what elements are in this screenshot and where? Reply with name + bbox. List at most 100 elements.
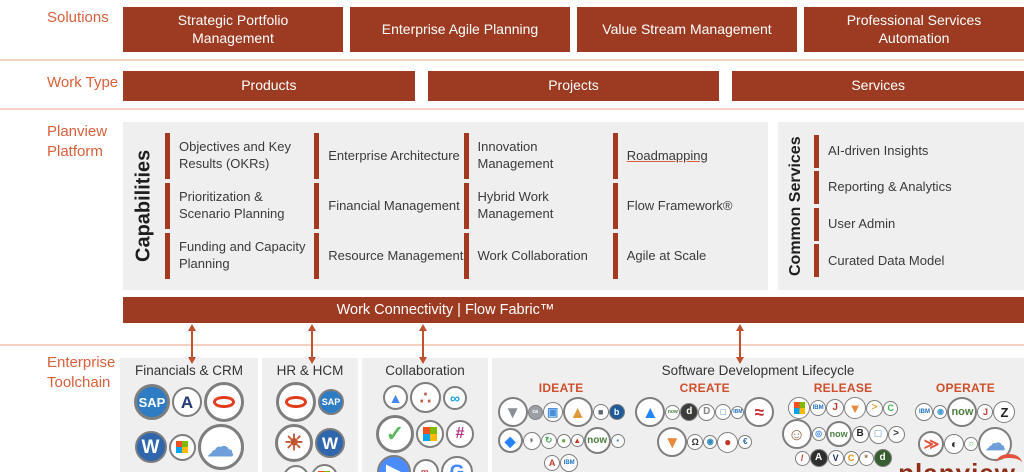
capability-roadmapping-link[interactable]: Roadmapping xyxy=(612,132,762,180)
solution-enterprise-agile-planning[interactable]: Enterprise Agile Planning xyxy=(350,7,570,52)
compass-logo: > xyxy=(887,425,905,443)
board-logo: ▪ xyxy=(610,433,625,448)
salesforce-cloud-logo: ☁ xyxy=(197,424,244,470)
pinwheel-logo: ☀ xyxy=(275,424,313,462)
chrome-logo: ◎ xyxy=(811,427,826,441)
red-tick xyxy=(612,133,618,179)
work-type-services[interactable]: Services xyxy=(732,71,1024,101)
blue-card-logo: □ xyxy=(715,404,732,420)
capabilities-grid: Objectives and Key Results (OKRs) Priori… xyxy=(165,122,768,290)
common-service-reporting-analytics: Reporting & Analytics xyxy=(814,171,1020,205)
collaboration-icon-cluster: ▲∴∞✓#▶m.G✓ xyxy=(362,378,488,472)
jenkins-logo: ☺ xyxy=(781,419,812,449)
euro-logo: € xyxy=(738,435,753,449)
red-tick xyxy=(463,133,469,179)
red-a-logo: A xyxy=(544,455,561,471)
yellow-arrow-logo: > xyxy=(866,399,884,417)
workday-logo: W xyxy=(315,428,345,458)
blue-b-logo: b xyxy=(608,404,625,420)
common-service-ai-driven-insights: AI-driven Insights xyxy=(814,134,1020,168)
double-arrow-icon xyxy=(188,324,196,364)
digital-d-logo: d xyxy=(873,449,892,467)
blue-rings-logo: ∞ xyxy=(443,385,467,410)
zendesk-logo: Z xyxy=(993,401,1016,423)
capability-prioritization-scenario-planning: Prioritization & Scenario Planning xyxy=(165,182,314,230)
ca-logo: ca xyxy=(527,404,543,420)
capability-flow-framework: Flow Framework® xyxy=(612,182,762,230)
sap-logo: SAP xyxy=(318,389,344,415)
solution-strategic-portfolio-management[interactable]: Strategic Portfolio Management xyxy=(123,7,343,52)
broadcom-wave-logo: ≈ xyxy=(744,397,775,427)
microsoft-logo xyxy=(416,420,444,448)
planview-logo-swoosh-icon xyxy=(996,454,1022,472)
v-logo: V xyxy=(827,450,844,466)
gitlab-logo: ▼ xyxy=(657,427,688,457)
green-ring-logo: ○ xyxy=(964,437,979,451)
red-triangle-logo: ▲ xyxy=(570,434,584,447)
gray-d-logo: D xyxy=(698,403,716,421)
capability-hybrid-work-management: Hybrid Work Management xyxy=(463,182,613,230)
ceridian-c-logo: C xyxy=(282,464,309,472)
green-c-logo: C xyxy=(883,400,899,416)
red-tick xyxy=(314,183,320,229)
work-type-products[interactable]: Products xyxy=(123,71,415,101)
solution-value-stream-management[interactable]: Value Stream Management xyxy=(577,7,797,52)
servicenow-logo: now xyxy=(947,397,978,427)
red-j-logo: J xyxy=(977,404,994,420)
blue-dot-logo: ◉ xyxy=(703,435,718,449)
red-tick xyxy=(314,233,320,279)
asana-dots-logo: ∴ xyxy=(410,382,441,413)
microsoft-logo xyxy=(168,433,196,461)
drive-triangle-logo: ▲ xyxy=(383,385,408,410)
platform-row-label: Planview Platform xyxy=(47,123,108,160)
blue-square-logo: ▣ xyxy=(542,402,563,422)
capability-funding-capacity-planning: Funding and Capacity Planning xyxy=(165,232,314,280)
ibm-logo: IBM xyxy=(810,400,827,416)
capability-okrs: Objectives and Key Results (OKRs) xyxy=(165,132,314,180)
common-services-vertical-label: Common Services xyxy=(787,136,804,276)
capabilities-vertical-label: Capabilities xyxy=(132,149,155,263)
planview-logo-partial: planview xyxy=(898,458,1016,472)
red-tick xyxy=(165,133,170,179)
servicenow-logo: now xyxy=(825,421,852,447)
sap-logo: SAP xyxy=(134,384,170,420)
jira-logo: ◆ xyxy=(497,428,523,453)
orange-chevrons-logo: ≫ xyxy=(918,431,945,457)
google-logo: G xyxy=(441,456,473,472)
red-tick xyxy=(165,183,170,229)
yin-logo: ◐ xyxy=(944,434,965,454)
ibm-logo: IBM xyxy=(731,405,745,419)
divider-1 xyxy=(0,59,1024,61)
black-b-logo: B xyxy=(851,425,869,443)
red-tick xyxy=(814,207,819,241)
oracle-logo xyxy=(204,382,244,422)
docker-d-logo: d xyxy=(680,403,699,421)
toolchain-box-collaboration: Collaboration ▲∴∞✓#▶m.G✓ xyxy=(362,358,488,472)
chef-logo: C xyxy=(843,450,859,466)
solutions-row: Strategic Portfolio Management Enterpris… xyxy=(123,7,1024,52)
red-tick xyxy=(814,244,819,278)
common-service-curated-data-model: Curated Data Model xyxy=(814,244,1020,278)
workday-logo: W xyxy=(134,431,167,463)
solution-professional-services-automation[interactable]: Professional Services Automation xyxy=(804,7,1024,52)
red-tick xyxy=(814,171,819,205)
servicenow-logo: now xyxy=(665,404,681,420)
red-circle-logo: ● xyxy=(717,431,739,453)
grid-logo: ■ xyxy=(592,404,609,420)
blue-sq-logo: □ xyxy=(868,424,888,444)
spigit-logo: ▲ xyxy=(562,397,593,427)
slack-logo: # xyxy=(446,420,474,448)
work-type-projects[interactable]: Projects xyxy=(427,71,720,101)
leaf-logo: ● xyxy=(556,433,571,448)
capabilities-box: Capabilities Objectives and Key Results … xyxy=(123,122,768,290)
double-arrow-icon xyxy=(308,324,316,364)
capability-work-collaboration: Work Collaboration xyxy=(463,232,613,280)
ibm-logo: IBM xyxy=(915,403,934,421)
